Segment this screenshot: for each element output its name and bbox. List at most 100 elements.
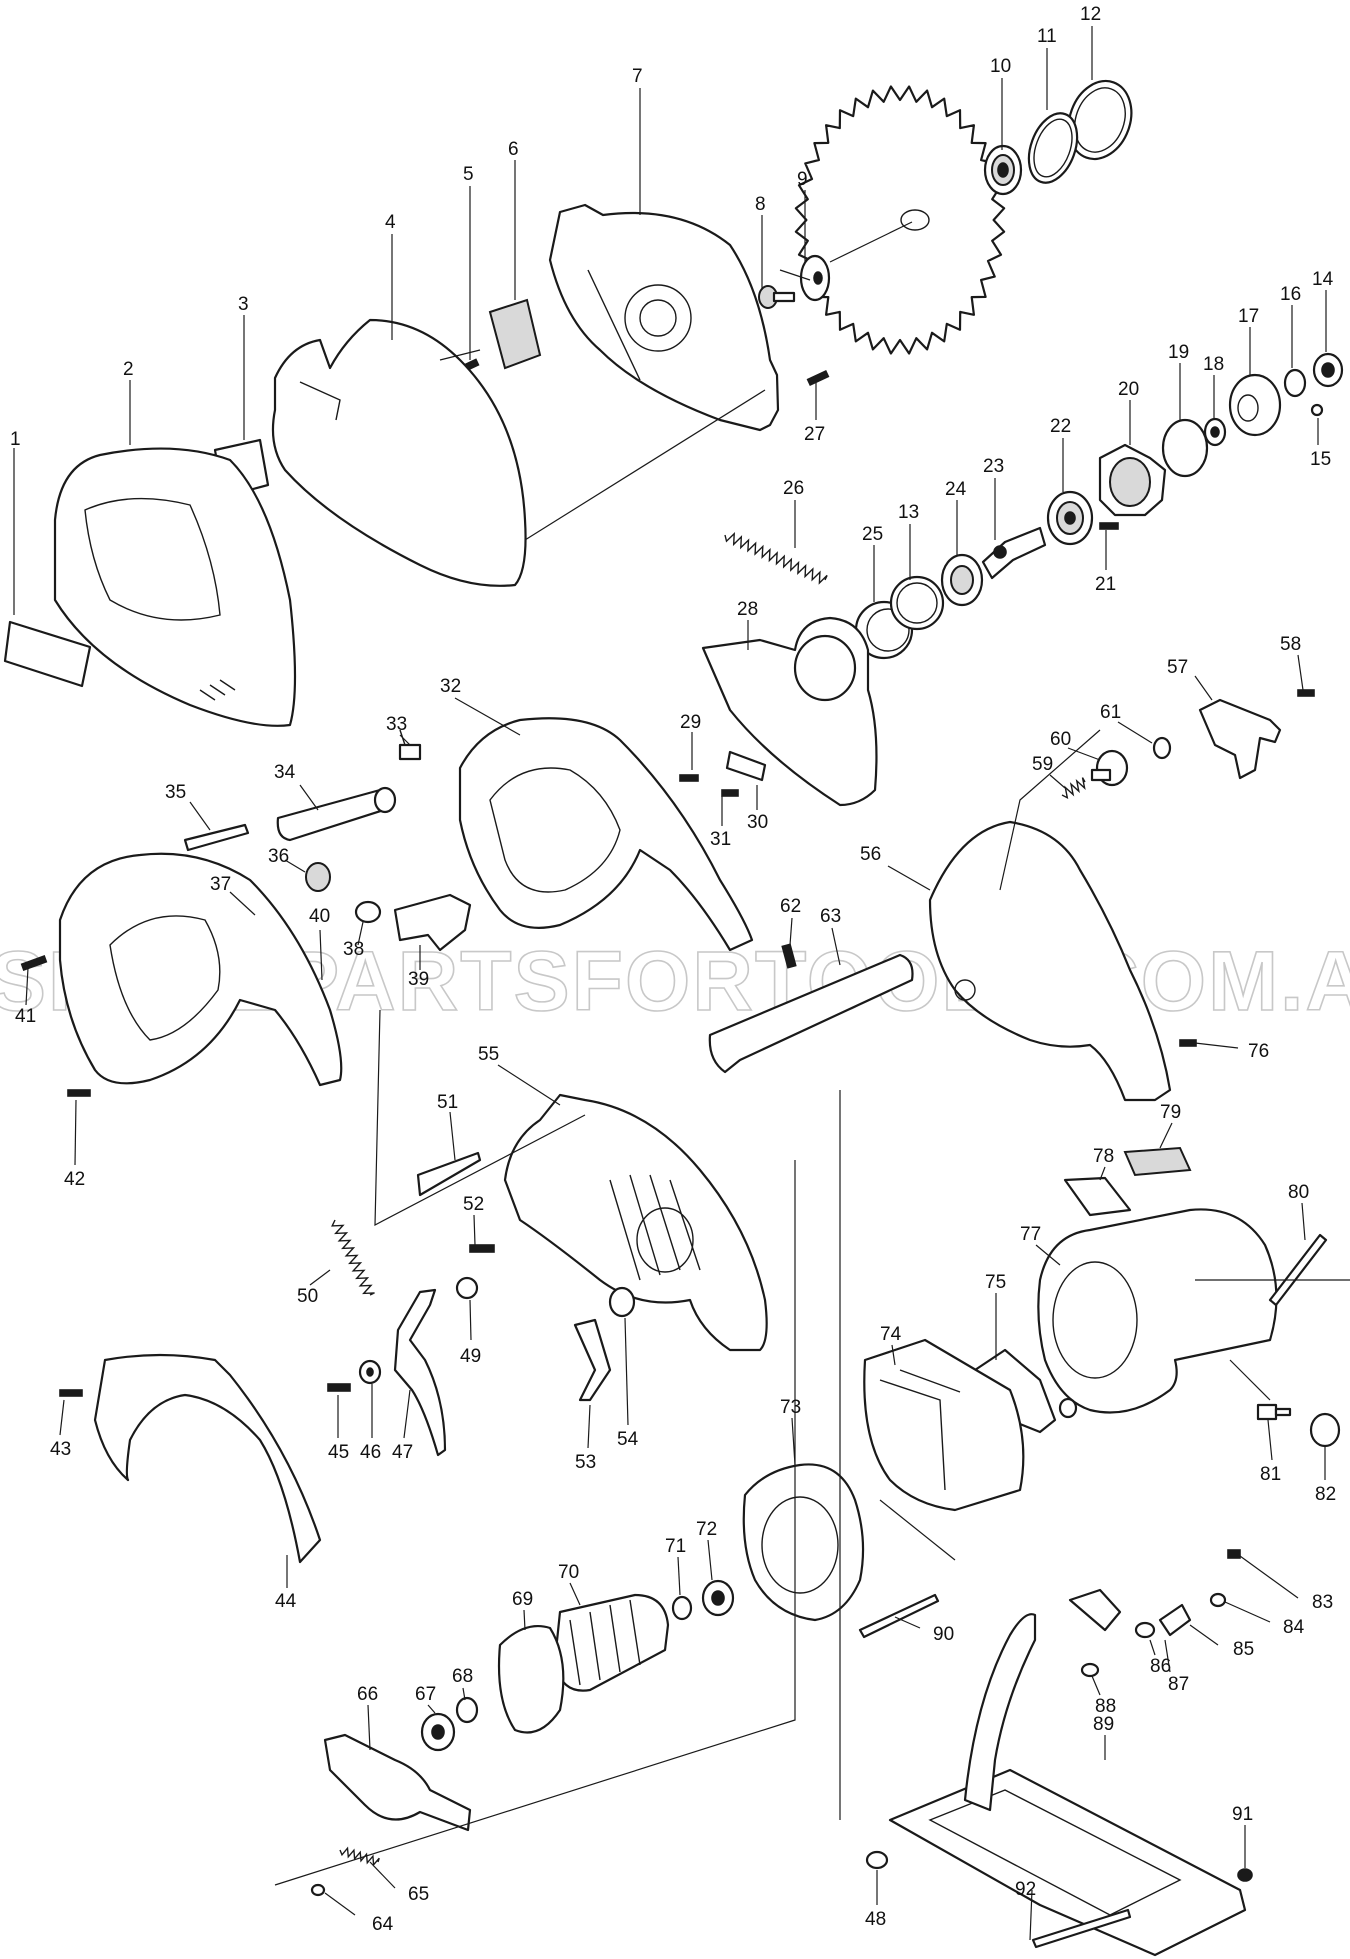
part-51-lock-rod bbox=[416, 1151, 482, 1197]
callout-63: 63 bbox=[820, 906, 841, 927]
callout-39: 39 bbox=[408, 969, 429, 990]
part-89-base-plate bbox=[888, 1768, 1247, 1957]
callout-76: 76 bbox=[1248, 1041, 1269, 1062]
part-65-spring bbox=[339, 1846, 380, 1867]
callout-6: 6 bbox=[508, 139, 519, 160]
callout-leader-33 bbox=[399, 734, 411, 746]
callout-13: 13 bbox=[898, 502, 919, 523]
part-19-disk bbox=[1161, 418, 1209, 478]
part-20-bearing-box bbox=[1098, 443, 1167, 517]
callout-leader-38 bbox=[357, 921, 364, 946]
part-9-outer-flange bbox=[799, 254, 831, 302]
part-38-nut bbox=[354, 900, 382, 924]
callout-leader-92 bbox=[1029, 1889, 1033, 1941]
callout-72: 72 bbox=[696, 1519, 717, 1540]
part-69-fan bbox=[497, 1624, 565, 1734]
part-36-cam bbox=[305, 862, 331, 892]
callout-7: 7 bbox=[632, 66, 643, 87]
part-1-label-strip bbox=[3, 620, 92, 688]
callout-leader-74 bbox=[891, 1344, 896, 1366]
callout-leader-80 bbox=[1301, 1202, 1306, 1241]
part-39-switch-lever bbox=[393, 893, 472, 952]
callout-25: 25 bbox=[862, 524, 883, 545]
callout-1: 1 bbox=[10, 429, 21, 450]
callout-20: 20 bbox=[1118, 379, 1139, 400]
callout-41: 41 bbox=[15, 1006, 36, 1027]
part-55-bore bbox=[636, 1207, 694, 1273]
callout-57: 57 bbox=[1167, 657, 1188, 678]
callout-64: 64 bbox=[372, 1914, 394, 1935]
callout-79: 79 bbox=[1160, 1102, 1181, 1123]
callout-10: 10 bbox=[990, 56, 1011, 77]
callout-leader-36 bbox=[284, 859, 306, 873]
part-32-handle-inner bbox=[489, 767, 621, 893]
part-45-screw bbox=[327, 1383, 351, 1392]
part-56-gear-housing bbox=[928, 820, 1172, 1102]
part-13-ring bbox=[889, 575, 945, 631]
callout-71: 71 bbox=[665, 1536, 686, 1557]
callout-leader-40 bbox=[319, 929, 323, 981]
part-54-bushing bbox=[608, 1286, 636, 1318]
callout-leader-69 bbox=[523, 1609, 526, 1631]
part-81-carbon-brush bbox=[1256, 1403, 1292, 1421]
callout-labels: 1234567891011121314151617181920212223242… bbox=[10, 4, 1336, 1941]
callout-80: 80 bbox=[1288, 1182, 1309, 1203]
part-80-screw bbox=[1268, 1233, 1328, 1307]
part-77-motor-housing bbox=[1037, 1208, 1278, 1414]
part-83-screw bbox=[1227, 1549, 1241, 1559]
callout-83: 83 bbox=[1312, 1592, 1333, 1613]
part-16-ring bbox=[1283, 368, 1307, 398]
callout-18: 18 bbox=[1203, 354, 1224, 375]
part-46-washer bbox=[358, 1359, 382, 1385]
part-86-washer bbox=[1134, 1621, 1156, 1639]
callout-36: 36 bbox=[268, 846, 289, 867]
callout-16: 16 bbox=[1280, 284, 1301, 305]
callout-17: 17 bbox=[1238, 306, 1259, 327]
callout-60: 60 bbox=[1050, 729, 1071, 750]
part-41-screw bbox=[20, 955, 48, 971]
callout-30: 30 bbox=[747, 812, 768, 833]
callout-leader-90 bbox=[894, 1616, 921, 1629]
part-47-lever bbox=[393, 1288, 447, 1457]
callout-29: 29 bbox=[680, 712, 701, 733]
callout-leader-47 bbox=[403, 1389, 411, 1439]
callout-74: 74 bbox=[880, 1324, 902, 1345]
callout-48: 48 bbox=[865, 1909, 886, 1930]
part-77-opening bbox=[1052, 1261, 1138, 1379]
part-24-retainer bbox=[940, 553, 984, 607]
callout-leader-83 bbox=[1239, 1555, 1299, 1599]
callout-22: 22 bbox=[1050, 416, 1071, 437]
callout-leader-85 bbox=[1189, 1624, 1219, 1646]
callout-2: 2 bbox=[123, 359, 134, 380]
part-90-bolt bbox=[858, 1593, 940, 1639]
callout-87: 87 bbox=[1168, 1674, 1189, 1695]
part-70-armature bbox=[553, 1593, 670, 1692]
callout-leader-61 bbox=[1117, 721, 1153, 744]
part-73-baffle bbox=[742, 1463, 865, 1622]
part-35-pin bbox=[183, 823, 250, 852]
callout-58: 58 bbox=[1280, 634, 1301, 655]
callout-leader-86 bbox=[1149, 1639, 1156, 1656]
callout-leader-73 bbox=[791, 1417, 796, 1466]
callout-88: 88 bbox=[1095, 1696, 1116, 1717]
part-74-stator-lines bbox=[879, 1369, 961, 1491]
callout-leader-64 bbox=[324, 1892, 356, 1916]
callout-55: 55 bbox=[478, 1044, 499, 1065]
callout-leader-56 bbox=[887, 865, 931, 891]
callout-23: 23 bbox=[983, 456, 1004, 477]
part-72-bearing bbox=[701, 1579, 735, 1617]
callout-21: 21 bbox=[1095, 574, 1116, 595]
callout-leader-84 bbox=[1224, 1601, 1271, 1623]
callout-52: 52 bbox=[463, 1194, 484, 1215]
part-2-cover-grip bbox=[84, 497, 221, 621]
part-32-handle-housing bbox=[458, 717, 754, 952]
part-42-screw bbox=[67, 1089, 91, 1097]
part-14-bearing bbox=[1312, 352, 1344, 388]
part-30-plate bbox=[725, 750, 767, 782]
callout-31: 31 bbox=[710, 829, 731, 850]
part-55-housing-fins bbox=[609, 1174, 701, 1281]
callout-43: 43 bbox=[50, 1439, 71, 1460]
callout-75: 75 bbox=[985, 1272, 1006, 1293]
part-56-bore bbox=[954, 979, 976, 1001]
part-26-spring bbox=[724, 531, 828, 585]
